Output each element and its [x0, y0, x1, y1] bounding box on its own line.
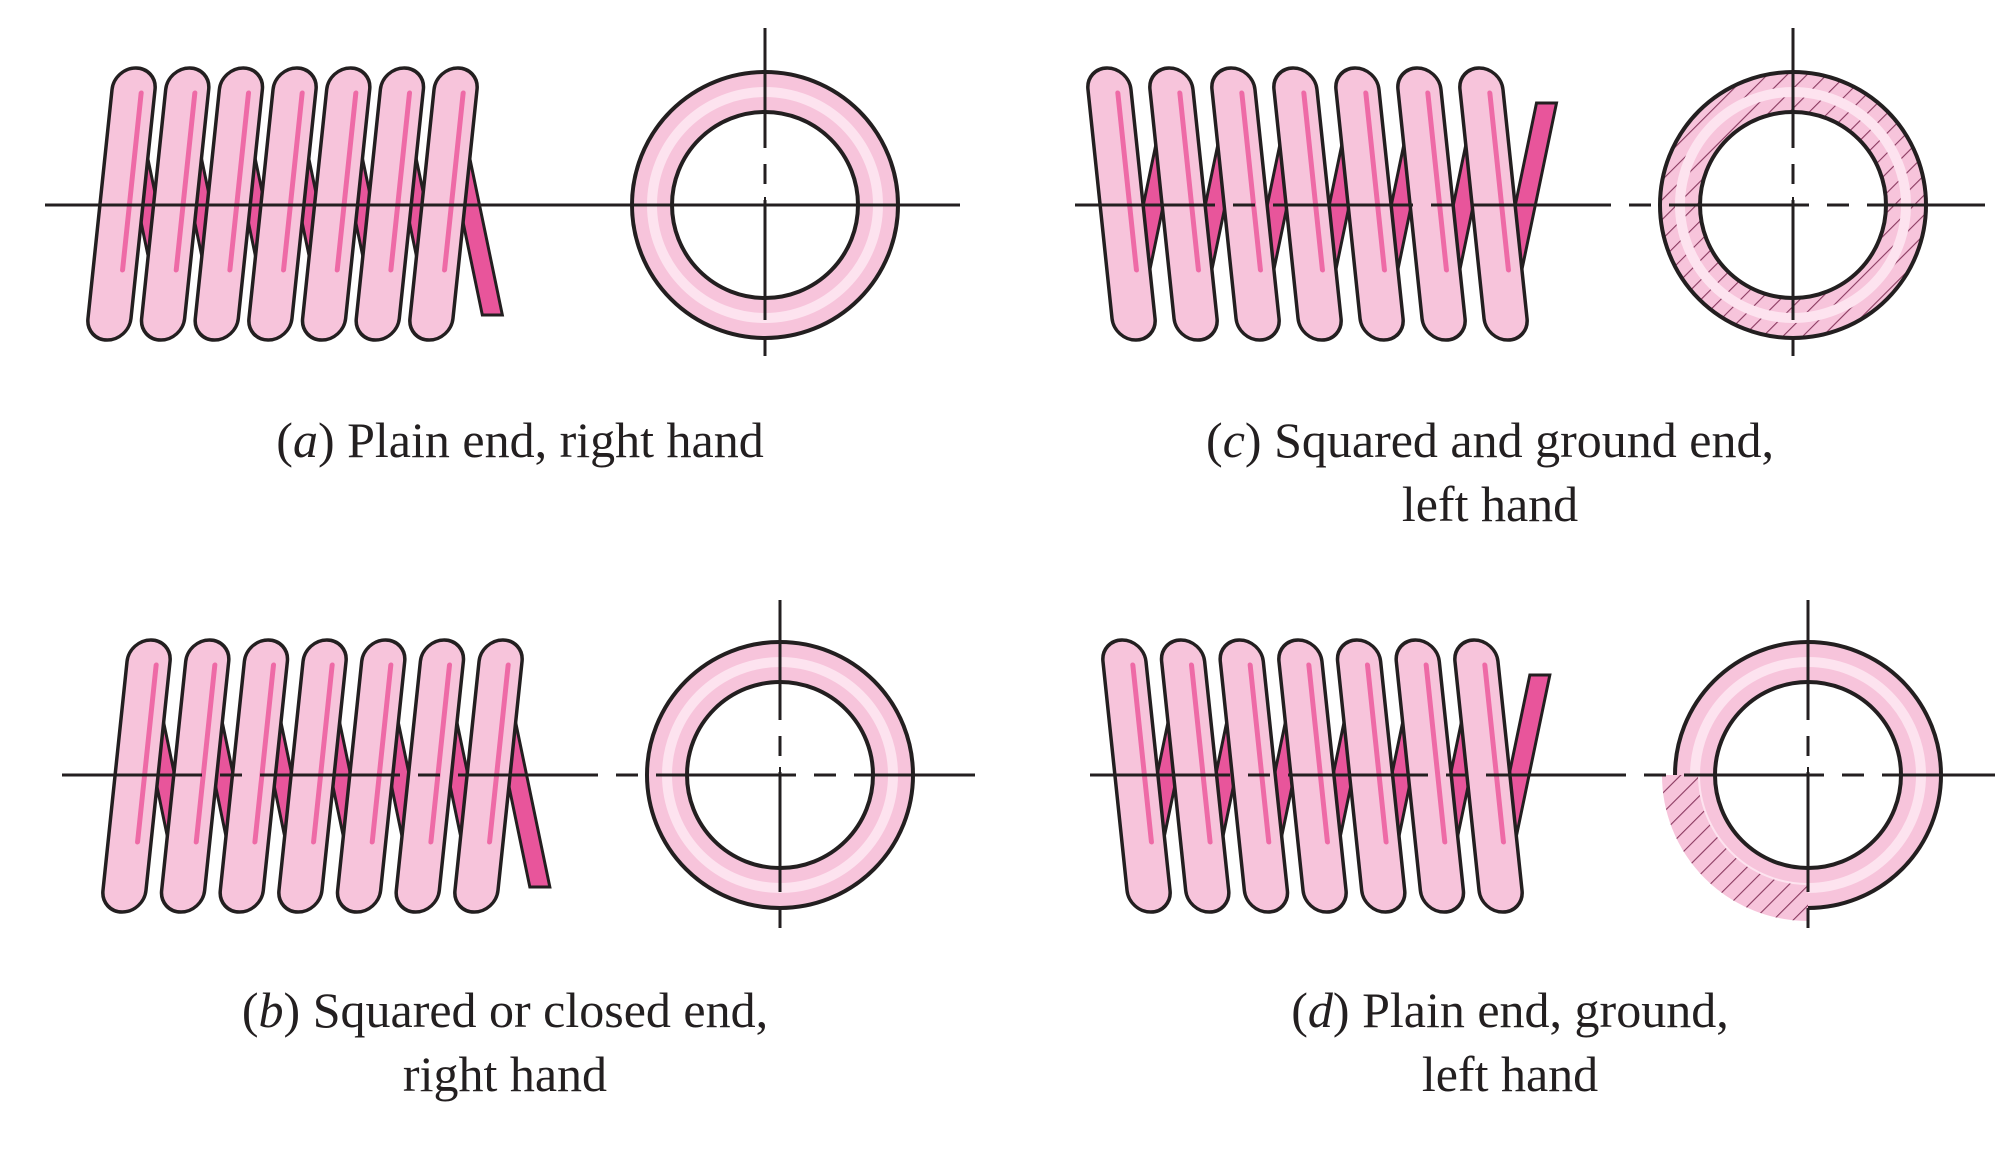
coil-shade-a-0 — [120, 90, 144, 273]
coil-shade-a-3 — [281, 90, 305, 273]
coil-shade-d-5 — [1423, 662, 1448, 845]
caption-line2: left hand — [1421, 1046, 1599, 1102]
caption-c: (c) Squared and ground end, left hand — [1160, 408, 1820, 536]
coil-shade-c-1 — [1177, 90, 1201, 273]
caption-line1: Squared and ground end, — [1261, 412, 1774, 468]
coil-shade-d-6 — [1482, 662, 1506, 845]
caption-letter: a — [292, 412, 318, 468]
caption-b: (b) Squared or closed end, right hand — [185, 978, 825, 1106]
coil-shade-b-4 — [369, 662, 394, 845]
end-view-ground-d — [1662, 774, 1809, 921]
caption-letter: d — [1307, 982, 1333, 1038]
caption-a: (a) Plain end, right hand — [276, 412, 764, 468]
coil-shade-b-3 — [311, 662, 335, 845]
caption-line1: Squared or closed end, — [300, 982, 769, 1038]
coil-shade-a-6 — [442, 90, 466, 273]
caption-d: (d) Plain end, ground, left hand — [1180, 978, 1840, 1106]
center-lines-layer — [45, 28, 1995, 940]
coil-shade-d-3 — [1306, 662, 1330, 845]
coil-shade-d-2 — [1247, 662, 1272, 845]
coil-shade-a-4 — [334, 90, 359, 273]
coil-shade-c-6 — [1487, 90, 1511, 273]
coil-shade-c-0 — [1115, 90, 1139, 273]
coil-shade-a-2 — [227, 90, 252, 273]
coil-shade-d-0 — [1130, 662, 1154, 845]
caption-line1: Plain end, ground, — [1349, 982, 1729, 1038]
coil-shade-b-0 — [135, 662, 159, 845]
caption-line2: right hand — [402, 1046, 608, 1102]
caption-letter: b — [258, 982, 284, 1038]
coil-shade-b-2 — [252, 662, 277, 845]
coil-shade-b-6 — [487, 662, 511, 845]
caption-line1: Plain end, right hand — [334, 412, 764, 468]
coil-shade-a-5 — [388, 90, 413, 273]
coil-shade-b-1 — [193, 662, 218, 845]
coil-shade-d-1 — [1188, 662, 1213, 845]
coil-shade-a-1 — [173, 90, 198, 273]
coil-shade-c-5 — [1425, 90, 1449, 273]
coil-shade-d-4 — [1364, 662, 1389, 845]
caption-letter: c — [1222, 412, 1245, 468]
caption-line2: left hand — [1401, 476, 1579, 532]
coil-shade-c-4 — [1363, 90, 1387, 273]
coil-shade-c-3 — [1301, 90, 1325, 273]
coil-shade-c-2 — [1239, 90, 1263, 273]
coil-shade-b-5 — [428, 662, 453, 845]
